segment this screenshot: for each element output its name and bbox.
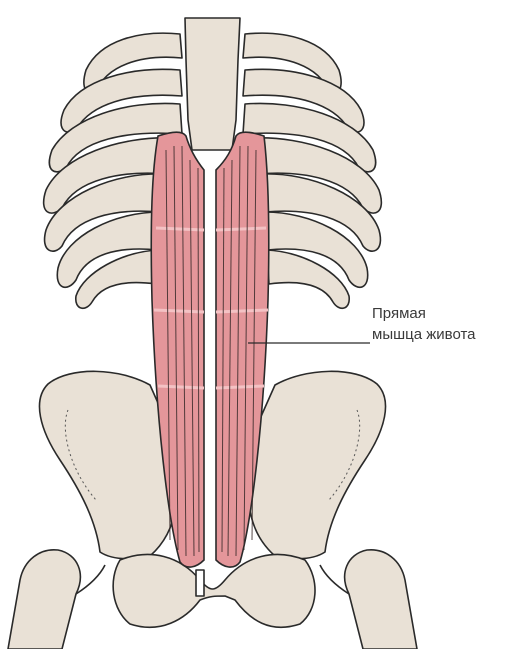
rib-cage [44,18,382,308]
annotation-label: Прямая мышца живота [372,303,476,345]
sternum [185,18,240,150]
pelvis-right-ilium [249,371,386,558]
annotation-line-2: мышца живота [372,324,476,345]
pelvis-pubis [113,554,315,627]
annotation-line-1: Прямая [372,303,476,324]
pelvis [39,371,385,627]
rectus-abdominis-muscle [151,132,269,567]
femur-right [345,550,417,649]
femur [8,550,417,649]
pelvis-left-ilium [39,371,176,558]
pubic-symphysis [196,570,204,596]
femur-left [8,550,80,649]
